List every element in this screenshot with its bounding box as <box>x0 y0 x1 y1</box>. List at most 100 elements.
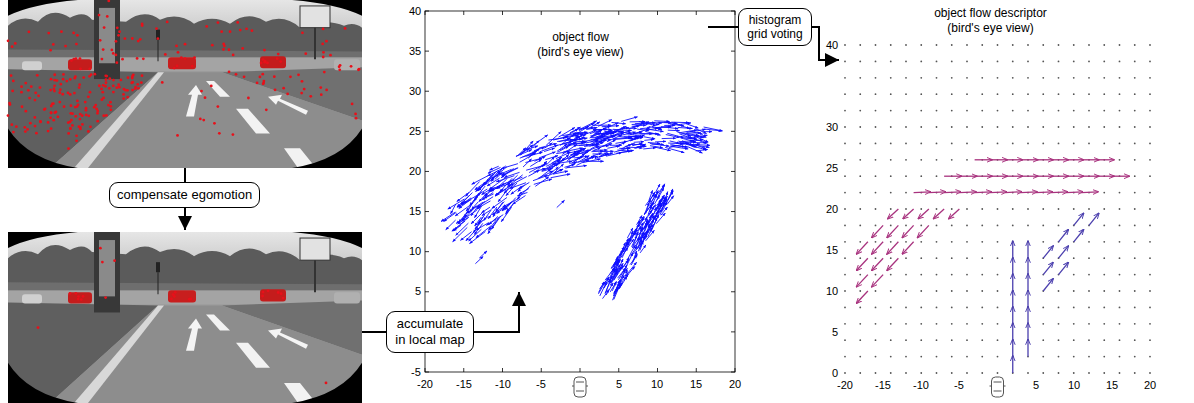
feature-point <box>259 76 262 79</box>
flow-vector <box>688 136 706 143</box>
grid-dot <box>1088 93 1090 95</box>
feature-point <box>256 82 259 85</box>
feature-point <box>37 326 40 329</box>
flow-vector <box>537 161 546 170</box>
grid-dot <box>905 241 907 243</box>
grid-dot <box>1073 323 1075 325</box>
feature-point <box>131 89 134 92</box>
grid-dot <box>1103 143 1105 145</box>
feature-point <box>98 14 101 17</box>
descriptor-arrow <box>1081 159 1099 160</box>
grid-dot <box>1119 61 1121 63</box>
feature-point <box>50 78 53 81</box>
flow-vector <box>604 276 613 288</box>
flow-vector <box>651 194 656 203</box>
grid-dot <box>1073 110 1075 112</box>
grid-dot <box>1149 93 1151 95</box>
grid-dot <box>859 290 861 292</box>
feature-point <box>112 79 115 82</box>
grid-dot <box>1103 126 1105 128</box>
grid-dot <box>936 126 938 128</box>
descriptor-arrow <box>1097 176 1115 177</box>
grid-dot <box>1134 159 1136 161</box>
grid-dot <box>1042 44 1044 46</box>
grid-dot <box>905 175 907 177</box>
feature-point <box>127 76 130 79</box>
flow-vector <box>636 146 646 147</box>
label-box: compensate egomotion <box>109 182 260 208</box>
feature-point <box>176 65 179 68</box>
feature-point <box>49 49 52 52</box>
descriptor-arrow <box>856 291 867 303</box>
grid-dot <box>905 143 907 145</box>
grid-dot <box>1103 110 1105 112</box>
feature-point <box>109 101 112 104</box>
feature-point <box>67 121 70 124</box>
grid-dot <box>936 225 938 227</box>
grid-dot <box>1149 192 1151 194</box>
grid-dot <box>1058 143 1060 145</box>
descriptor-arrow <box>1012 339 1013 356</box>
flow-vector <box>531 135 547 147</box>
grid-dot <box>1134 241 1136 243</box>
feature-point <box>50 111 53 114</box>
grid-dot <box>1088 143 1090 145</box>
grid-dot <box>981 274 983 276</box>
flow-vector <box>628 126 640 129</box>
flow-vector <box>446 220 456 230</box>
flow-vector <box>654 120 669 122</box>
descriptor-arrow <box>1027 307 1028 324</box>
grid-dot <box>844 110 846 112</box>
grid-dot <box>920 93 922 95</box>
grid-dot <box>997 339 999 341</box>
flow-vector <box>628 231 633 247</box>
flow-vector <box>621 144 631 149</box>
grid-dot <box>997 126 999 128</box>
grid-dot <box>951 323 953 325</box>
grid-dot <box>859 339 861 341</box>
grid-dot <box>844 159 846 161</box>
grid-dot <box>844 274 846 276</box>
feature-point <box>76 100 79 103</box>
feature-point <box>121 58 124 61</box>
grid-dot <box>1103 372 1105 374</box>
descriptor-arrow <box>1036 191 1053 193</box>
grid-dot <box>905 307 907 309</box>
feature-point <box>112 84 115 87</box>
grid-dot <box>1149 372 1151 374</box>
axis-tick <box>425 372 429 373</box>
flow-vector <box>490 166 499 170</box>
descriptor-arrow <box>1012 356 1013 373</box>
car-icon <box>990 382 1006 391</box>
flow-vector <box>658 122 672 124</box>
grid-dot <box>905 110 907 112</box>
grid-dot <box>875 110 877 112</box>
flow-vector <box>628 136 638 137</box>
grid-dot <box>981 307 983 309</box>
grid-dot <box>997 257 999 259</box>
feature-point <box>136 57 139 60</box>
grid-dot <box>1042 110 1044 112</box>
feature-point <box>113 259 116 262</box>
feature-point <box>82 295 85 298</box>
flow-vector <box>642 225 652 237</box>
grid-dot <box>1134 61 1136 63</box>
feature-point <box>174 291 177 294</box>
flow-vector <box>607 146 619 148</box>
grid-dot <box>844 143 846 145</box>
grid-dot <box>875 372 877 374</box>
descriptor-arrow <box>1027 241 1028 258</box>
flow-vector <box>621 117 637 122</box>
descriptor-arrow <box>990 191 1007 193</box>
grid-dot <box>1119 159 1121 161</box>
grid-dot <box>1149 307 1151 309</box>
grid-dot <box>890 372 892 374</box>
feature-point <box>14 42 17 45</box>
descriptor-arrow <box>872 258 883 270</box>
grid-dot <box>1042 208 1044 210</box>
flow-vector <box>688 147 703 153</box>
grid-dot <box>920 241 922 243</box>
feature-point <box>282 297 285 300</box>
grid-dot <box>1088 257 1090 259</box>
grid-dot <box>905 93 907 95</box>
